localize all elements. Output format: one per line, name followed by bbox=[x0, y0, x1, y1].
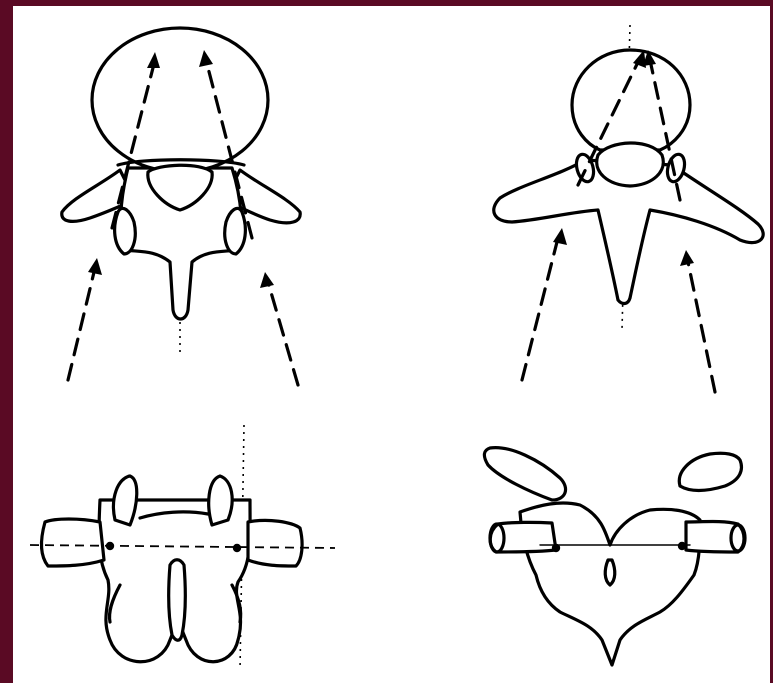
superior-articular-right bbox=[209, 476, 232, 525]
trajectory-right-lower bbox=[268, 282, 298, 385]
thoracic-axial-panel bbox=[494, 25, 763, 392]
arrow-head bbox=[260, 272, 274, 288]
vertebra-diagram bbox=[13, 6, 770, 683]
transverse-process-left bbox=[42, 519, 104, 566]
vertebral-body bbox=[92, 28, 268, 172]
spinous-process bbox=[169, 560, 186, 641]
facet-left bbox=[115, 208, 136, 254]
superior-process-right bbox=[679, 453, 741, 490]
spinous-process bbox=[605, 560, 615, 585]
entry-point-left bbox=[552, 544, 560, 552]
trajectory-right-lower bbox=[688, 262, 715, 392]
arrow-head bbox=[88, 258, 102, 275]
entry-point-right bbox=[678, 542, 686, 550]
diagram-frame bbox=[13, 6, 770, 683]
transverse-process-right bbox=[248, 520, 302, 566]
superior-process-left bbox=[484, 448, 565, 500]
arrow-head bbox=[680, 250, 694, 266]
trajectory-left-lower bbox=[522, 238, 558, 380]
lumbar-posterior-panel bbox=[30, 425, 335, 670]
superior-articular-left bbox=[113, 476, 136, 525]
facet-right bbox=[225, 208, 246, 254]
entry-point-left bbox=[106, 542, 114, 550]
trajectory-left-lower bbox=[68, 268, 95, 380]
thoracic-posterior-panel bbox=[484, 448, 745, 665]
vertebral-foramen bbox=[597, 143, 664, 186]
entry-point-right bbox=[233, 544, 241, 552]
lumbar-axial-panel bbox=[62, 28, 300, 385]
arrow-head bbox=[553, 228, 567, 245]
vertebral-body bbox=[572, 50, 690, 150]
